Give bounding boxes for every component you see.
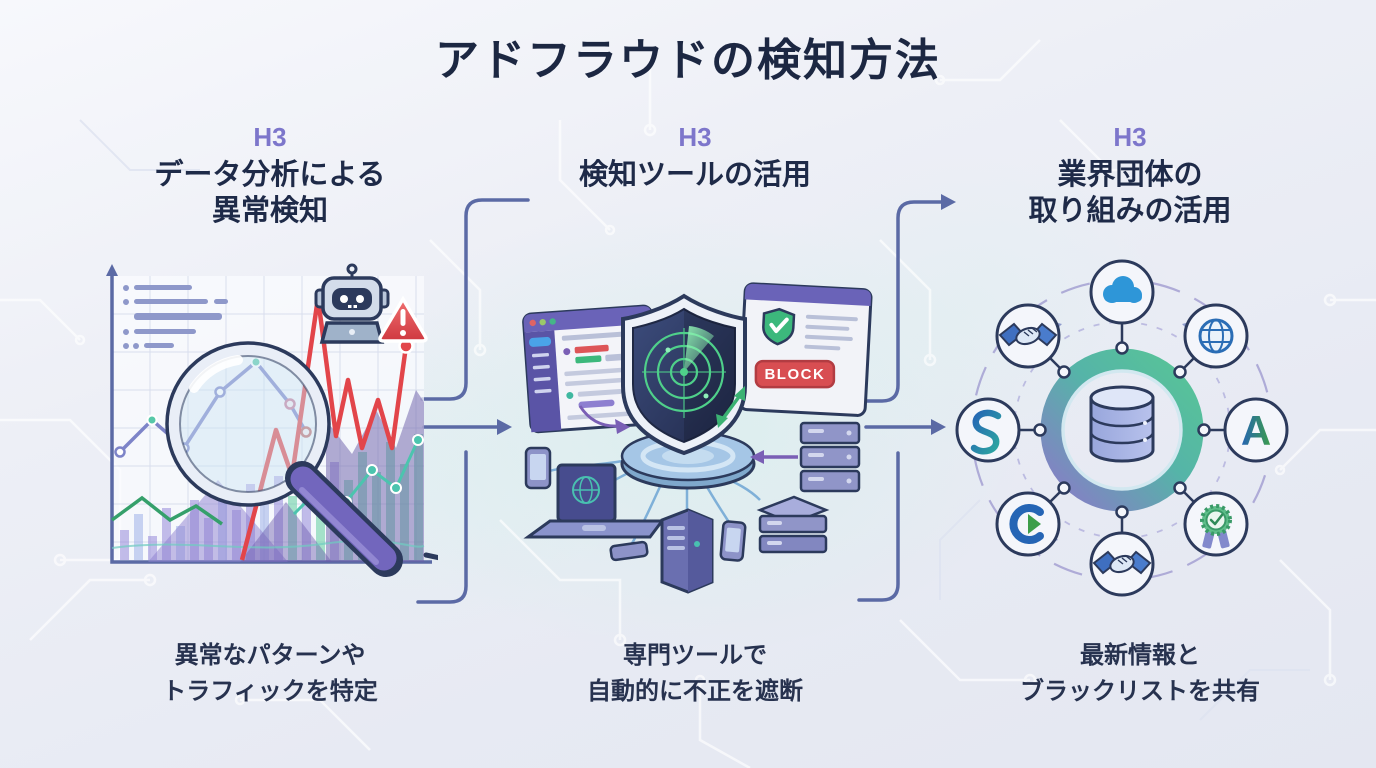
purple-arrow-left — [578, 405, 630, 434]
check-shield-icon — [762, 307, 796, 346]
flow-arrowhead-1 — [497, 419, 512, 435]
satellite-s-logo — [955, 397, 1021, 463]
magnifier-icon — [165, 341, 438, 577]
column-2-header: H3 検知ツールの活用 — [495, 122, 895, 193]
collaboration-ring — [1040, 348, 1204, 512]
h3-tag-3: H3 — [1113, 122, 1147, 152]
green-line-series — [110, 495, 223, 526]
data-analysis-illustration — [106, 263, 438, 577]
database-icon — [1089, 385, 1155, 463]
flow-bracket-bottom-1 — [416, 450, 468, 604]
block-button: BLOCK — [754, 359, 836, 389]
browser-window-right: BLOCK — [737, 282, 873, 417]
industry-network-illustration: A — [955, 259, 1289, 597]
certificate-badge-icon — [1200, 504, 1232, 549]
ring-junction-dots — [1033, 341, 1211, 519]
chart-legend-list — [123, 285, 228, 349]
column-2-caption: 専門ツールで 自動的に不正を遮断 — [587, 642, 803, 705]
column-1-header: H3 データ分析による 異常検知 — [70, 122, 470, 230]
laptop-icon — [523, 463, 665, 539]
h3-tag-1: H3 — [253, 122, 287, 152]
server-tower-icon — [660, 508, 714, 594]
green-double-arrow — [716, 386, 745, 428]
chart-axes — [106, 264, 432, 564]
teal-baseline — [111, 539, 425, 549]
flow-arrowhead-3 — [931, 419, 946, 435]
column-2-heading: 検知ツールの活用 — [578, 159, 811, 191]
satellite-a-logo: A — [1223, 397, 1289, 463]
phone-icon-right — [719, 520, 747, 562]
flow-bracket-top-1 — [420, 198, 530, 401]
satellite-globe — [1183, 303, 1249, 369]
column-3-caption: 最新情報と ブラックリストを共有 — [1020, 642, 1260, 705]
globe-icon — [1198, 318, 1234, 354]
satellite-badge — [1183, 491, 1249, 557]
router-icon — [609, 540, 649, 562]
purple-arrow-right — [750, 450, 798, 464]
flow-bracket-top-2 — [859, 200, 943, 403]
column-3-header: H3 業界団体の 取り組みの活用 — [930, 122, 1330, 230]
cloud-icon — [1103, 276, 1142, 303]
flow-bracket-bottom-2 — [857, 451, 900, 602]
s-logo — [970, 409, 1002, 455]
flow-arrowhead-2 — [941, 194, 956, 210]
satellite-c-logo — [995, 491, 1061, 557]
a-logo: A — [1241, 407, 1271, 454]
column-1-heading: データ分析による 異常検知 — [154, 159, 386, 228]
detection-tool-illustration: BLOCK — [522, 282, 873, 594]
svg-text:BLOCK: BLOCK — [764, 366, 825, 383]
robot-icon — [314, 263, 390, 344]
h3-tag-2: H3 — [678, 122, 712, 152]
satellite-cloud — [1089, 259, 1155, 325]
page-title: アドフラウドの検知方法 — [435, 36, 941, 85]
handshake-icon-2 — [998, 322, 1058, 347]
column-3-heading: 業界団体の 取り組みの活用 — [1028, 159, 1232, 228]
phone-icon-left — [524, 446, 552, 490]
handshake-icon — [1092, 550, 1152, 575]
shield-radar-icon — [621, 293, 747, 456]
satellite-handshake-bottom — [1089, 531, 1155, 597]
satellite-handshake-top — [995, 303, 1061, 369]
column-1-caption: 異常なパターンや トラフィックを特定 — [162, 642, 378, 705]
warning-icon — [378, 295, 428, 343]
c-logo — [1009, 504, 1044, 544]
server-stack-icon-upper — [799, 421, 861, 493]
server-stack-icon-lower — [756, 495, 830, 554]
